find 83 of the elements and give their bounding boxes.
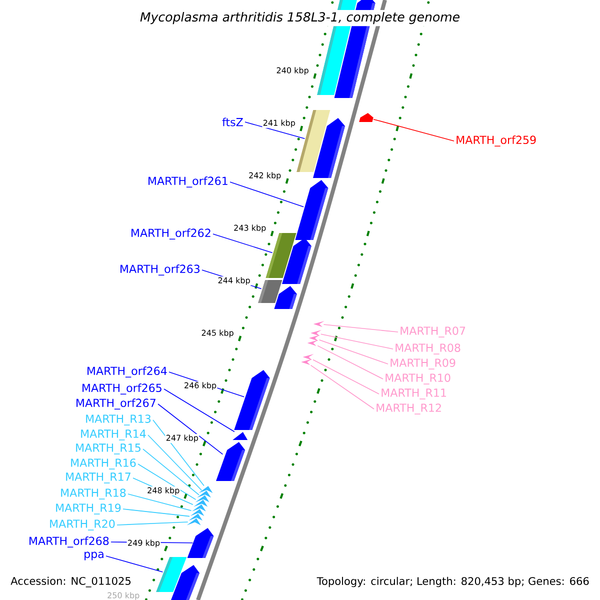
gene-block: [232, 432, 248, 440]
gene-label: MARTH_orf259: [456, 136, 536, 147]
leader-line: [158, 404, 224, 455]
leader-line: [318, 339, 388, 364]
rna-marker: [302, 354, 314, 360]
rna-marker: [190, 509, 204, 516]
gene-label: MARTH_orf263: [120, 264, 200, 276]
gene-block: [216, 442, 246, 481]
gene-label: MARTH_R13: [86, 414, 151, 426]
gene-label: MARTH_R20: [50, 520, 115, 530]
rna-marker: [198, 486, 213, 493]
gene-block: [187, 528, 214, 558]
rna-marker: [301, 359, 312, 365]
gene-label: MARTH_R12: [376, 404, 441, 414]
gene-label: MARTH_R16: [71, 458, 136, 470]
gene-label: MARTH_R07: [400, 326, 466, 338]
gene-label: MARTH_R17: [66, 472, 130, 484]
leader-line: [128, 494, 192, 511]
gene-block: [359, 113, 374, 122]
tick-label: 246 kbp: [183, 381, 218, 391]
rna-marker: [188, 514, 202, 521]
gene-label: MARTH_R19: [56, 504, 121, 514]
leader-line: [148, 434, 202, 491]
leader-line: [373, 118, 454, 142]
footer-text: Accession: NC_011025: [10, 576, 130, 588]
gene-block: [274, 286, 297, 309]
gene-label: MARTH_R14: [81, 430, 146, 440]
leader-line: [212, 234, 273, 254]
rna-marker: [195, 495, 210, 502]
gene-label: ftsZ: [222, 118, 243, 126]
leader-line: [106, 556, 164, 572]
gene-label: MARTH_R08: [396, 344, 460, 354]
tick-label: 245 kbp: [200, 328, 235, 338]
rna-marker: [310, 330, 322, 336]
leader-line: [310, 364, 374, 410]
gene-label: MARTH_R18: [61, 488, 126, 500]
leader-line: [317, 345, 384, 380]
leader-line: [116, 522, 188, 526]
gene-label: MARTH_R10: [386, 374, 450, 384]
gene-bar: [258, 280, 282, 303]
title: Mycoplasma arthritidis 158L3-1, complete genome: [138, 10, 462, 26]
gene-label: MARTH_R15: [76, 444, 140, 454]
rna-marker: [186, 518, 201, 526]
gene-label: MARTH_orf261: [148, 176, 228, 188]
rna-marker: [197, 490, 211, 498]
gene-block: [295, 180, 328, 240]
gene-label: MARTH_R11: [382, 388, 446, 400]
gene-label: MARTH_orf262: [132, 228, 210, 240]
leader-line: [138, 464, 196, 500]
tick-label: 242 kbp: [248, 171, 282, 181]
tick-label: 250 kbp: [106, 591, 140, 600]
rna-marker: [194, 500, 208, 507]
tick-label: 249 kbp: [126, 538, 161, 548]
tick-label: 247 kbp: [165, 434, 200, 444]
gene-block: [171, 565, 200, 600]
tick-label: 243 kbp: [232, 224, 267, 234]
gene-label: ppa: [84, 552, 104, 560]
leader-line: [142, 448, 200, 496]
leader-line: [164, 388, 235, 432]
gene-block: [234, 370, 270, 430]
gene-block: [313, 118, 345, 178]
leader-line: [122, 508, 190, 517]
gene-label: MARTH_orf268: [30, 536, 109, 548]
leader-line: [244, 122, 306, 139]
tick-label: 240 kbp: [276, 66, 310, 76]
gene-block: [282, 238, 312, 284]
footer-text: Topology: circular; Length: 820,453 bp; Genes: 666: [316, 576, 589, 588]
gene-label: MARTH_orf264: [88, 366, 167, 378]
leader-line: [152, 420, 204, 486]
gene-label: MARTH_orf267: [76, 398, 156, 410]
gene-label: MARTH_orf265: [82, 384, 162, 395]
rna-marker: [309, 335, 320, 341]
leader-line: [230, 182, 304, 208]
rna-marker: [192, 504, 206, 512]
leader-line: [323, 324, 398, 332]
tick-label: 244 kbp: [217, 276, 252, 286]
rna-marker: [307, 340, 318, 346]
leader-line: [320, 334, 394, 350]
tick-label: 248 kbp: [146, 486, 180, 496]
rna-marker: [313, 321, 324, 327]
tick-label: 241 kbp: [262, 118, 296, 128]
leader-line: [312, 359, 380, 394]
gene-label: MARTH_R09: [390, 358, 456, 370]
